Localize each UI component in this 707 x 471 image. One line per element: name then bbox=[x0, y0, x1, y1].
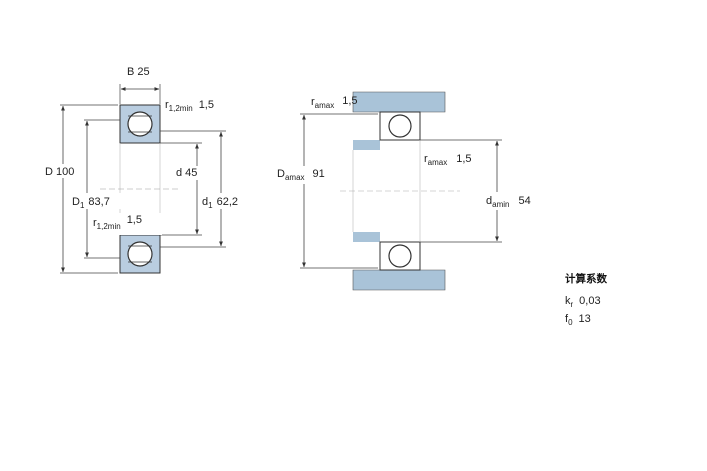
dim-D1-symbol: D bbox=[72, 196, 80, 208]
dim-D-value: 100 bbox=[56, 166, 74, 178]
r12-bottom-value: 1,5 bbox=[127, 214, 142, 226]
dim-B-symbol: B bbox=[127, 66, 134, 78]
damin-symbol: d bbox=[486, 195, 492, 207]
dim-r12-top: r1,2min 1,5 bbox=[165, 99, 214, 113]
mount-top-ball bbox=[388, 114, 412, 138]
damin-subscript: amin bbox=[492, 200, 509, 209]
f0-symbol: f bbox=[565, 313, 569, 325]
dim-D1-value: 83,7 bbox=[88, 196, 109, 208]
ramax-top-symbol: r bbox=[311, 96, 315, 108]
dim-D1-subscript: 1 bbox=[80, 201, 85, 210]
svg-text:d45: d45 bbox=[176, 167, 197, 179]
ramax-top-value: 1,5 bbox=[342, 95, 357, 107]
dim-Damax: Damax 91 bbox=[276, 113, 378, 269]
r12-top-value: 1,5 bbox=[199, 99, 214, 111]
ramax-mid-value: 1,5 bbox=[456, 153, 471, 165]
calc-factors: 计算系数 kr 0,03 f0 13 bbox=[565, 272, 607, 327]
dim-ramax-top: ramax 1,5 bbox=[311, 95, 358, 110]
shaft-shoulder-top bbox=[353, 140, 380, 150]
dim-damin: damin 54 bbox=[420, 139, 546, 243]
r12-top-subscript: 1,2min bbox=[169, 104, 193, 113]
dim-d-symbol: d bbox=[176, 167, 182, 179]
Damax-value: 91 bbox=[313, 168, 325, 180]
r12-bottom-symbol: r bbox=[93, 217, 97, 229]
r12-bottom-subscript: 1,2min bbox=[97, 222, 121, 231]
Damax-symbol: D bbox=[277, 168, 285, 180]
mount-bottom-ball bbox=[388, 244, 412, 268]
mounting-cross-section bbox=[340, 91, 460, 291]
svg-text:r1,2min1,5: r1,2min 1,5 bbox=[165, 99, 214, 113]
dim-r12-bottom: r1,2min 1,5 bbox=[92, 213, 162, 235]
bearing-top-ball bbox=[127, 111, 153, 137]
dim-d1-value: 62,2 bbox=[217, 196, 238, 208]
ramax-mid-symbol: r bbox=[424, 153, 428, 165]
bearing-bottom-ball bbox=[127, 241, 153, 267]
ramax-top-subscript: amax bbox=[315, 101, 335, 110]
dim-D-symbol: D bbox=[45, 166, 53, 178]
f0-subscript: 0 bbox=[568, 318, 573, 327]
dim-d-value: 45 bbox=[185, 167, 197, 179]
kr-symbol: k bbox=[565, 295, 571, 307]
dim-B-value: 25 bbox=[137, 66, 149, 78]
svg-text:B25: B25 bbox=[127, 66, 150, 78]
dim-d1-symbol: d bbox=[202, 196, 208, 208]
shaft-shoulder-bottom bbox=[353, 232, 380, 242]
Damax-subscript: amax bbox=[285, 173, 305, 182]
ramax-mid-subscript: amax bbox=[428, 158, 448, 167]
calc-factors-title: 计算系数 bbox=[565, 272, 607, 285]
damin-value: 54 bbox=[518, 195, 530, 207]
svg-text:r1,2min1,5: r1,2min 1,5 bbox=[93, 214, 142, 231]
kr-subscript: r bbox=[571, 300, 574, 309]
f0-value: 13 bbox=[579, 313, 591, 325]
svg-text:kr0,03: kr 0,03 bbox=[565, 295, 601, 309]
dim-ramax-mid: ramax 1,5 bbox=[424, 153, 472, 167]
kr-value: 0,03 bbox=[579, 295, 600, 307]
bearing-cross-section bbox=[100, 104, 180, 274]
dim-d1-subscript: 1 bbox=[208, 201, 213, 210]
r12-top-symbol: r bbox=[165, 99, 169, 111]
